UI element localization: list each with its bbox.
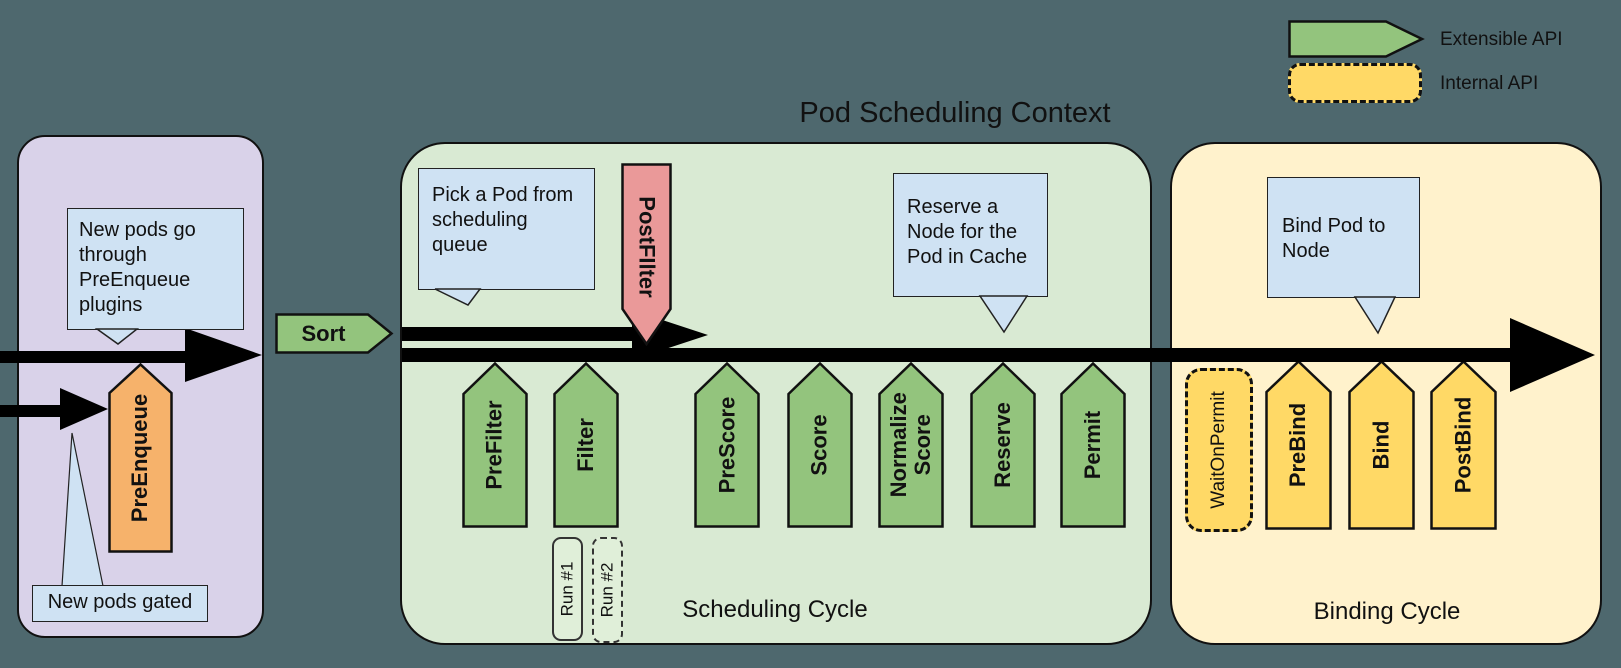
reserve-label: Reserve [990, 402, 1016, 488]
callout-bind-pod: Bind Pod to Node [1267, 177, 1420, 298]
extension-point-prescore-shape [694, 361, 760, 528]
legend-internal-swatch-icon [1288, 63, 1422, 103]
wait-on-permit-label: WaitOnPermit [1208, 391, 1230, 509]
filter-label: Filter [572, 418, 598, 472]
run-2-box [592, 537, 623, 643]
wait-on-permit: WaitOnPermit [1185, 368, 1253, 532]
normalize-score-label: Normalize Score [886, 392, 935, 498]
binding-cycle-label: Binding Cycle [1313, 598, 1461, 625]
prefilter-label: PreFilter [482, 400, 508, 490]
prescore-label: PreScore [714, 396, 739, 494]
sort-badge-shape [275, 313, 394, 354]
run-1: Run #1 [552, 537, 583, 641]
preenqueue-label: PreEnqueue [127, 393, 153, 523]
scheduling-cycle-label: Scheduling Cycle [682, 596, 868, 623]
callout-new-pods-gated: New pods gated [32, 585, 208, 622]
callout-reserve-node: Reserve a Node for the Pod in Cache [893, 173, 1048, 297]
scheduling-queue-arrow [402, 310, 708, 360]
callout-pick-pod-text: Pick a Pod from scheduling queue [432, 184, 574, 256]
extension-point-permit-shape [1060, 361, 1126, 528]
extension-point-postfilter: PostFIlter [621, 163, 672, 331]
callout-gated-tail [61, 432, 104, 587]
postfilter-banner-shape [621, 163, 672, 347]
extension-point-reserve-shape [970, 361, 1036, 528]
run-2: Run #2 [592, 537, 623, 643]
run-1-label: Run #1 [557, 561, 577, 617]
legend-extensible-arrow-icon [1288, 20, 1425, 58]
gated-pods-arrow [0, 388, 108, 430]
legend-extensible-label: Extensible API [1440, 29, 1563, 50]
callout-pick-pod: Pick a Pod from scheduling queue [418, 168, 595, 290]
extension-point-score-shape [787, 361, 853, 528]
score-label: Score [807, 414, 832, 476]
callout-reserve-node-tail [978, 294, 1029, 333]
callout-bind-pod-text: Bind Pod to Node [1282, 215, 1386, 262]
bind-label: Bind [1368, 420, 1394, 470]
callout-bind-pod-tail [1353, 295, 1397, 335]
extension-point-prefilter-shape [462, 361, 528, 528]
postbind-label: PostBind [1450, 396, 1476, 494]
extension-point-normalize-score-shape [878, 361, 944, 528]
permit-label: Permit [1080, 410, 1106, 480]
extension-point-prebind-shape [1265, 359, 1332, 530]
callout-new-pods: New pods go through PreEnqueue plugins [67, 208, 244, 330]
extension-point-bind-shape [1348, 359, 1415, 530]
run-1-box [552, 537, 583, 641]
callout-reserve-node-text: Reserve a Node for the Pod in Cache [907, 196, 1028, 268]
extension-point-postbind-shape [1430, 359, 1497, 530]
sort-badge: Sort [301, 320, 346, 346]
extension-point-preenqueue: PreEnqueue [108, 363, 173, 553]
postfilter-label: PostFIlter [634, 196, 660, 298]
callout-pick-pod-tail [434, 287, 482, 306]
extension-point-filter-shape [553, 361, 619, 528]
prebind-label: PreBind [1285, 402, 1311, 488]
page-title: Pod Scheduling Context [799, 97, 1111, 129]
callout-new-pods-text: New pods go through PreEnqueue plugins [79, 219, 196, 316]
wait-on-permit-box [1185, 368, 1253, 532]
callout-new-pods-tail [94, 327, 140, 345]
main-flow-arrow [402, 318, 1595, 392]
legend-internal-label: Internal API [1440, 73, 1539, 94]
extension-point-preenqueue-shape [108, 362, 173, 553]
incoming-pods-arrow [0, 328, 262, 382]
